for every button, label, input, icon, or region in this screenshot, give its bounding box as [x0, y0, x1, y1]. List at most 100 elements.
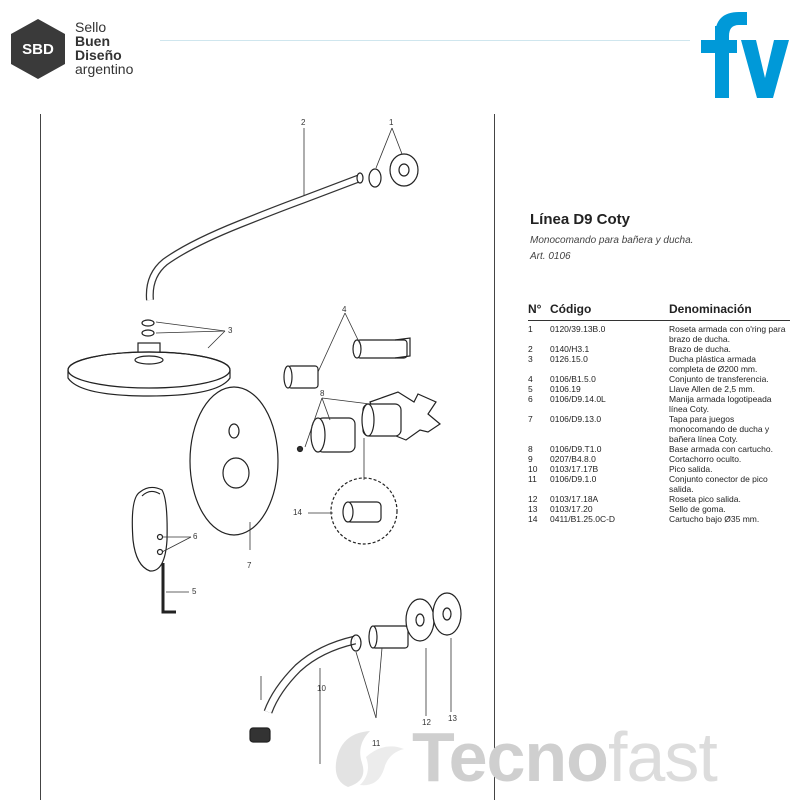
watermark-part-a: Tecno	[412, 718, 609, 796]
table-row: 13 0103/17.20 Sello de goma.	[528, 504, 790, 514]
row-number: 3	[528, 354, 533, 364]
row-name: Cartucho bajo Ø35 mm.	[669, 514, 760, 524]
tecnofast-watermark-icon	[335, 731, 404, 787]
part-12-rosette	[405, 598, 435, 642]
row-name: Base armada con cartucho.	[669, 444, 773, 454]
table-row: 10 0103/17.17B Pico salida.	[528, 464, 790, 474]
row-code: 0126.15.0	[550, 354, 588, 364]
row-name: Conjunto de transferencia.	[669, 374, 769, 384]
part-2-arm	[145, 174, 362, 301]
row-code: 0103/17.20	[550, 504, 593, 514]
callout-11: 11	[372, 739, 381, 748]
callout-2: 2	[301, 118, 306, 127]
col-header-number: N°	[528, 302, 542, 316]
table-row: 5 0106.19 Llave Allen de 2,5 mm.	[528, 384, 790, 394]
sbd-line-4: argentino	[75, 61, 134, 77]
part-9-aerator	[249, 727, 271, 743]
parts-table-body: 1 0120/39.13B.0 Roseta armada con o'ring p…	[528, 324, 790, 524]
table-row: 14 0411/B1.25.0C-D Cartucho bajo Ø35 mm.	[528, 514, 790, 524]
row-number: 5	[528, 384, 533, 394]
row-number: 7	[528, 414, 533, 424]
row-name: Ducha plástica armada completa de Ø200 m…	[669, 354, 758, 374]
table-row: 7 0106/D9.13.0 Tapa para juegos monocomand…	[528, 414, 790, 444]
row-number: 13	[528, 504, 538, 514]
row-number: 2	[528, 344, 533, 354]
col-header-name: Denominación	[669, 302, 752, 316]
sbd-line-3: Diseño	[75, 47, 122, 63]
callout-6: 6	[193, 532, 198, 541]
row-number: 9	[528, 454, 533, 464]
row-code: 0207/B4.8.0	[550, 454, 596, 464]
row-name: Conjunto conector de pico salida.	[669, 474, 768, 494]
exploded-parts-diagram	[67, 127, 462, 764]
center-frame-line	[494, 114, 495, 800]
part-3-ring-a	[141, 319, 155, 327]
table-row: 1 0120/39.13B.0 Roseta armada con o'ring p…	[528, 324, 790, 344]
row-name: Cortachorro oculto.	[669, 454, 742, 464]
part-4-stem	[356, 339, 408, 359]
row-code: 0106/D9.14.0L	[550, 394, 606, 404]
row-name: Pico salida.	[669, 464, 713, 474]
sbd-mark: SBD	[22, 41, 54, 58]
callout-4: 4	[342, 305, 347, 314]
callout-12: 12	[422, 718, 431, 727]
row-name: Tapa para juegos monocomando de ducha y …	[669, 414, 770, 444]
row-code: 0103/17.17B	[550, 464, 599, 474]
part-1-rosette	[389, 153, 419, 187]
callout-7: 7	[247, 561, 252, 570]
row-code: 0120/39.13B.0	[550, 324, 606, 334]
part-11-oring	[350, 634, 362, 652]
callout-3: 3	[228, 326, 233, 335]
row-number: 6	[528, 394, 533, 404]
part-5-allen-key	[161, 563, 176, 614]
row-number: 12	[528, 494, 538, 504]
left-frame-line	[40, 114, 41, 800]
watermark-part-b: fast	[607, 718, 718, 796]
row-name: Manija armada logotipeada línea Coty.	[669, 394, 772, 414]
parts-table-header: N° Código Denominación	[528, 302, 790, 320]
table-row: 6 0106/D9.14.0L Manija armada logotipeada …	[528, 394, 790, 414]
row-code: 0106.19	[550, 384, 581, 394]
part-13-seal	[432, 592, 462, 636]
row-code: 0106/B1.5.0	[550, 374, 596, 384]
sbd-label: Sello Buen Diseño argentino	[75, 20, 133, 76]
row-number: 1	[528, 324, 533, 334]
col-header-code: Código	[550, 302, 592, 316]
callout-1: 1	[389, 118, 394, 127]
row-name: Sello de goma.	[669, 504, 726, 514]
callout-8: 8	[320, 389, 325, 398]
row-code: 0411/B1.25.0C-D	[550, 514, 616, 524]
table-row: 2 0140/H3.1 Brazo de ducha.	[528, 344, 790, 354]
parts-table: N° Código Denominación 1 0120/39.13B.0 Ros…	[528, 302, 790, 524]
part-6-handle	[131, 486, 168, 572]
table-row: 3 0126.15.0 Ducha plástica armada completa…	[528, 354, 790, 374]
callout-5: 5	[192, 587, 197, 596]
row-number: 10	[528, 464, 538, 474]
table-row: 9 0207/B4.8.0 Cortachorro oculto.	[528, 454, 790, 464]
row-name: Llave Allen de 2,5 mm.	[669, 384, 755, 394]
sbd-line-2: Buen	[75, 33, 110, 49]
row-code: 0140/H3.1	[550, 344, 590, 354]
row-name: Roseta armada con o'ring para brazo de d…	[669, 324, 786, 344]
product-article: Art. 0106	[530, 251, 571, 262]
row-code: 0106/D9.T1.0	[550, 444, 602, 454]
tecnofast-watermark: Tecnofast	[412, 722, 718, 792]
part-10-spout	[263, 635, 357, 714]
product-title: Línea D9 Coty	[530, 211, 631, 228]
header-divider	[160, 40, 690, 41]
callout-13: 13	[448, 714, 457, 723]
callout-10: 10	[317, 684, 326, 693]
row-number: 14	[528, 514, 538, 524]
sbd-logo-icon: SBD	[11, 19, 65, 79]
row-code: 0103/17.18A	[550, 494, 599, 504]
part-1-oring	[368, 168, 382, 188]
row-code: 0106/D9.13.0	[550, 414, 602, 424]
row-name: Brazo de ducha.	[669, 344, 731, 354]
fv-brand-logo	[701, 12, 789, 98]
part-7-plate	[189, 386, 279, 536]
row-code: 0106/D9.1.0	[550, 474, 597, 484]
